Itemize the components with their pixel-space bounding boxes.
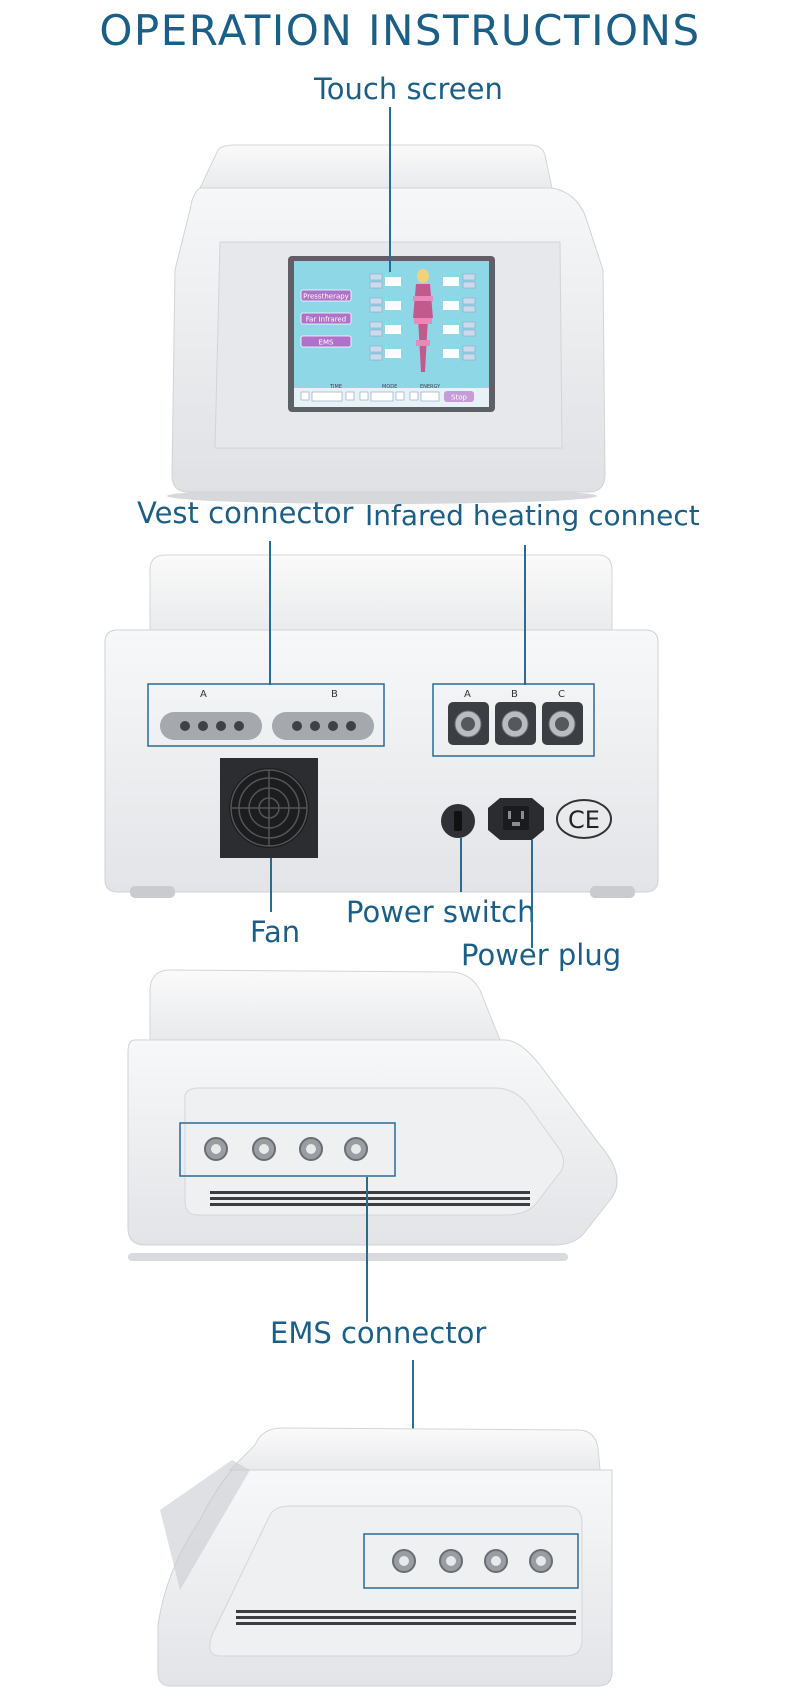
label-ems-connector: EMS connector <box>270 1316 487 1350</box>
heating-port-c-label: C <box>558 689 565 700</box>
ce-mark-text: CE <box>568 806 600 834</box>
screen-button-far-infrared: Far Infrared <box>306 316 346 324</box>
heating-port-b-label: B <box>511 689 518 700</box>
label-infrared-heating: Infared heating connect <box>365 499 700 532</box>
screen-label-energy: ENERGY <box>420 384 441 390</box>
label-vest-connector: Vest connector <box>137 496 354 530</box>
touch-screen-display <box>294 261 489 407</box>
label-touch-screen: Touch screen <box>314 72 503 106</box>
label-fan: Fan <box>250 915 301 949</box>
screen-button-presstherapy: Presstherapy <box>303 293 349 301</box>
ems-connector-group-side <box>179 1122 396 1177</box>
vest-port-a-label: A <box>200 689 207 700</box>
screen-stop-label: Stop <box>451 394 467 402</box>
infrared-heating-connector-group <box>432 683 595 757</box>
vent-grille <box>210 1191 530 1206</box>
leader-power-switch <box>460 838 462 892</box>
device-front-view: Presstherapy Far Infrared EMS TIME MODE … <box>167 144 606 504</box>
screen-label-mode: MODE <box>382 384 397 390</box>
vest-port-b-label: B <box>331 689 338 700</box>
device-side-view-left <box>127 969 618 1261</box>
label-power-switch: Power switch <box>346 895 536 929</box>
ems-connector-group-rear <box>363 1533 579 1589</box>
ce-mark-icon <box>556 799 612 839</box>
fan-icon <box>220 758 318 858</box>
leader-vest-connector <box>269 541 271 685</box>
power-switch-icon <box>441 804 475 838</box>
leader-ems-connector-side <box>366 1177 368 1322</box>
leader-touch-screen <box>389 107 391 272</box>
leader-fan <box>270 858 272 912</box>
power-plug-icon <box>488 798 544 840</box>
leader-infrared-heating <box>524 545 526 685</box>
screen-button-ems: EMS <box>319 339 334 347</box>
page-title: OPERATION INSTRUCTIONS <box>99 6 701 55</box>
vest-connector-group <box>147 683 385 747</box>
heating-port-a-label: A <box>464 689 471 700</box>
screen-label-time: TIME <box>329 384 342 390</box>
device-side-view-right <box>157 1427 613 1687</box>
body-figure-icon <box>413 269 433 372</box>
device-rear-view: A B A B C CE <box>104 554 659 898</box>
leader-power-plug <box>531 840 533 948</box>
vent-grille-rear <box>236 1610 576 1625</box>
label-power-plug: Power plug <box>461 938 622 972</box>
